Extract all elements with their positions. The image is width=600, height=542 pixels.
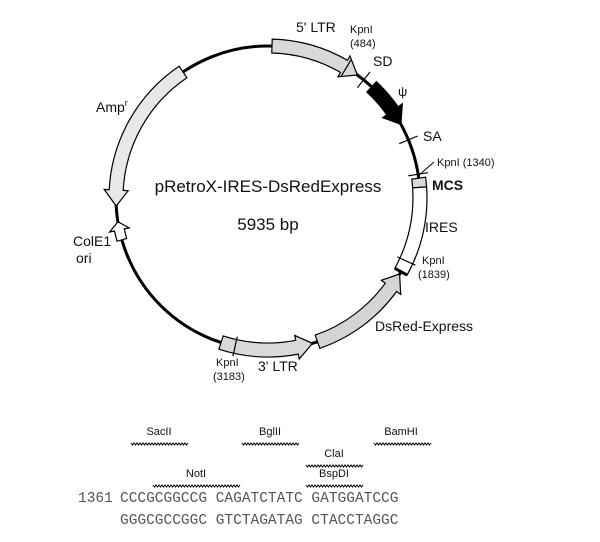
feature-amp (102, 65, 188, 207)
label-amp: Ampr (96, 98, 128, 115)
feature-3-ltr (218, 334, 314, 361)
label-ori-2: ori (76, 250, 92, 266)
label-mcs: MCS (432, 177, 463, 193)
site-underline-2 (373, 442, 432, 446)
label-dsred: DsRed-Express (375, 318, 473, 334)
site-kpni-3183-pos: (3183) (213, 371, 245, 383)
site-sa: SA (423, 128, 442, 144)
enzyme-sacii: SacII (146, 426, 171, 438)
label-ori-1: ColE1 (73, 233, 111, 249)
site-kpni-1340-name: KpnI (437, 157, 460, 169)
site-underline-3 (305, 464, 364, 468)
site-tick-0 (340, 58, 352, 77)
enzyme-bspdi: BspDI (319, 468, 349, 480)
sequence-bottom-strand: GGGCGCCGGC GTCTAGATAG CTACCTAGGC (120, 513, 399, 529)
label-3ltr: 3' LTR (258, 358, 298, 374)
enzyme-bamhi: BamHI (384, 426, 418, 438)
site-kpni-1340: KpnI (1340) (437, 157, 495, 169)
site-kpni-1839: KpnI (422, 255, 445, 267)
sequence-top-strand: CCCGCGGCCG CAGATCTATC GATGGATCCG (120, 491, 398, 507)
plasmid-size: 5935 bp (237, 215, 298, 234)
features-layer (102, 38, 428, 361)
site-kpni-1340-pos: (1340) (463, 157, 495, 169)
mcs-sequence: SacII BglII BamHI ClaI NotI BspDI 1361 C… (78, 426, 432, 529)
enzyme-noti: NotI (186, 468, 206, 480)
kpni-1340-leader (417, 161, 435, 177)
site-underline-1 (241, 442, 300, 446)
feature-cole1-ori (108, 221, 131, 243)
label-ires: IRES (425, 219, 458, 235)
amp-superscript: r (125, 98, 128, 108)
sequence-start-number: 1361 (78, 491, 113, 507)
feature-dsred-express (314, 273, 402, 350)
site-kpni-3183: KpnI (216, 357, 239, 369)
site-kpni-484: KpnI (350, 24, 373, 36)
site-tick-1 (356, 71, 371, 89)
label-psi: ψ (398, 84, 407, 99)
site-tick-4 (396, 256, 416, 266)
site-underline-4 (152, 484, 241, 488)
plasmid-name: pRetroX-IRES-DsRedExpress (155, 177, 382, 196)
label-5ltr: 5' LTR (296, 19, 336, 35)
feature-mcs (411, 176, 428, 189)
site-kpni-1839-pos: (1839) (418, 269, 450, 281)
site-underline-5 (305, 484, 364, 488)
site-tick-3 (408, 172, 429, 177)
junction-mark (394, 266, 408, 277)
site-underline-0 (130, 442, 189, 446)
enzyme-bglii: BglII (259, 426, 281, 438)
feature-5-ltr (271, 38, 359, 78)
recognition-site-underlines (130, 442, 432, 488)
enzyme-clai: ClaI (324, 448, 344, 460)
site-kpni-484-pos: (484) (350, 38, 376, 50)
site-sd: SD (373, 53, 392, 69)
feature- (366, 80, 403, 126)
amp-name: Amp (96, 99, 125, 115)
site-tick-2 (398, 135, 418, 145)
site-tick-5 (232, 336, 238, 357)
sites-layer (232, 58, 429, 357)
